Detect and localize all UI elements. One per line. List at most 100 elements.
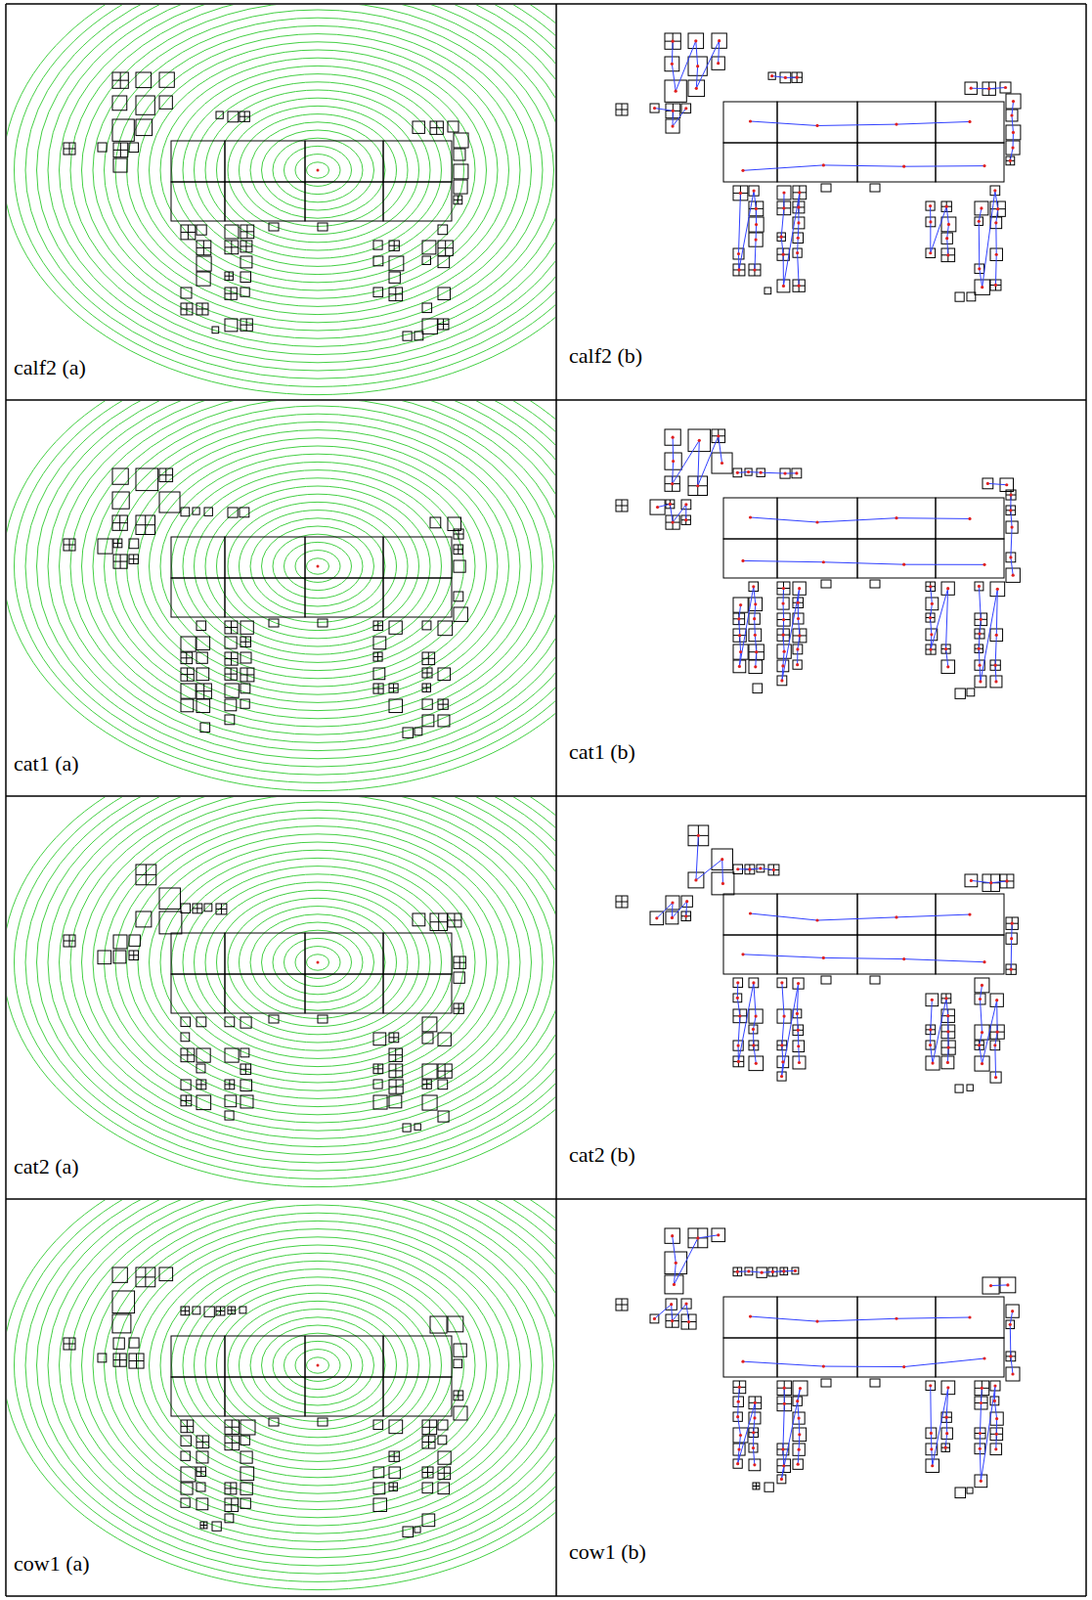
quadtree-split <box>453 961 466 963</box>
distance-contour <box>295 1349 341 1382</box>
distance-contour <box>295 154 341 187</box>
quadtree-cell <box>955 1084 963 1092</box>
skeleton-node <box>697 833 700 837</box>
table-rule <box>1085 3 1088 1596</box>
quadtree-cell <box>447 913 462 927</box>
quadtree-split <box>389 1485 397 1487</box>
quadtree-cell <box>317 1417 328 1426</box>
skeleton-node <box>967 912 971 916</box>
quadtree-cell <box>941 659 956 674</box>
skeleton-node <box>780 235 784 239</box>
quadtree-split <box>615 109 628 111</box>
skeleton-node <box>670 1318 674 1322</box>
skeleton-node <box>653 106 656 110</box>
distance-contour <box>284 1340 352 1389</box>
quadtree-cell <box>453 971 465 983</box>
quadtree-cell <box>615 895 628 908</box>
skeleton-line <box>1010 494 1013 575</box>
quadtree-cell <box>430 913 447 930</box>
quadtree-cell <box>97 142 107 152</box>
quadtree-cell <box>112 491 130 509</box>
quadtree-cell <box>227 1306 236 1314</box>
skeleton-node <box>758 866 762 870</box>
skeleton-node <box>946 1013 950 1017</box>
skeleton-line <box>737 472 797 474</box>
skeleton-node <box>797 284 801 288</box>
distance-contour <box>104 1212 532 1518</box>
skeleton-node <box>684 518 688 522</box>
skeleton-line <box>737 1269 795 1272</box>
distance-contour <box>227 105 408 234</box>
skeleton-node <box>1008 508 1012 512</box>
skeleton-node <box>928 584 932 588</box>
skeleton-node <box>929 1446 933 1450</box>
quadtree-cell <box>925 1055 940 1070</box>
quadtree-cell <box>305 536 384 578</box>
distance-contour <box>182 866 453 1059</box>
skeleton-node <box>752 1462 756 1466</box>
quadtree-cell <box>389 683 398 693</box>
skeleton-node <box>782 1463 786 1467</box>
quadtree-cell <box>171 536 225 578</box>
skeleton-node <box>760 1270 764 1274</box>
quadtree-cell <box>129 1353 144 1368</box>
skeleton-node <box>753 664 757 668</box>
quadtree-cell <box>422 1063 437 1079</box>
skeleton-node <box>1004 878 1008 882</box>
skeleton-node <box>748 1313 752 1317</box>
skeleton-node <box>737 252 741 256</box>
skeleton-node <box>947 222 951 226</box>
distance-contour <box>92 405 543 727</box>
skeleton-node <box>737 1399 741 1403</box>
quadtree-cell <box>664 80 687 102</box>
quadtree-cell <box>777 1337 858 1377</box>
skeleton-node <box>782 1013 786 1017</box>
quadtree-split <box>196 1083 207 1085</box>
quadtree-cell <box>268 1417 279 1426</box>
quadtree-cell <box>305 1376 384 1416</box>
skeleton-node <box>945 205 949 209</box>
skeleton-node <box>717 39 721 43</box>
quadtree-cell <box>935 893 1005 935</box>
panel-label: cat1 (b) <box>567 739 638 765</box>
quadtree-cell <box>437 714 450 727</box>
quadtree-cell <box>224 181 306 221</box>
quadtree-split <box>63 1343 76 1345</box>
skeleton-node <box>995 1416 999 1420</box>
quadtree-cell <box>383 973 452 1013</box>
quadtree-cell <box>383 577 452 617</box>
skeleton-node <box>980 1030 984 1034</box>
distance-contour <box>239 1309 397 1422</box>
skeleton-line <box>979 984 998 1077</box>
skeleton-node <box>741 559 744 563</box>
quadtree-split <box>437 323 449 325</box>
quadtree-cell <box>180 1048 195 1062</box>
quadtree-split <box>453 1394 464 1396</box>
quadtree-cell <box>171 1335 225 1377</box>
distance-contour <box>25 400 556 775</box>
distance-contour <box>262 130 375 211</box>
quadtree-cell <box>240 1482 253 1494</box>
distance-contour <box>92 1204 543 1526</box>
distance-contour <box>160 57 476 283</box>
distance-contour <box>160 1252 476 1478</box>
quadtree-split <box>192 907 203 909</box>
skeleton-node <box>736 471 740 475</box>
skeleton-node <box>978 663 982 667</box>
quadtree-cell <box>453 1343 467 1356</box>
skeleton-line <box>742 954 985 962</box>
distance-contour <box>37 4 557 371</box>
distance-contour <box>194 1276 442 1453</box>
quadtree-cell <box>171 1376 225 1416</box>
quadtree-cell <box>129 934 140 946</box>
skeleton-node <box>754 222 758 226</box>
skeleton-node <box>995 253 999 257</box>
quadtree-cell <box>129 950 139 961</box>
quadtree-cell <box>437 1450 451 1464</box>
skeleton-node <box>795 647 799 651</box>
quadtree-cell <box>402 331 412 341</box>
skeleton-node <box>967 1314 971 1318</box>
quadtree-cell <box>224 1094 237 1107</box>
quadtree-cell <box>389 240 399 251</box>
quadtree-split <box>453 533 464 535</box>
